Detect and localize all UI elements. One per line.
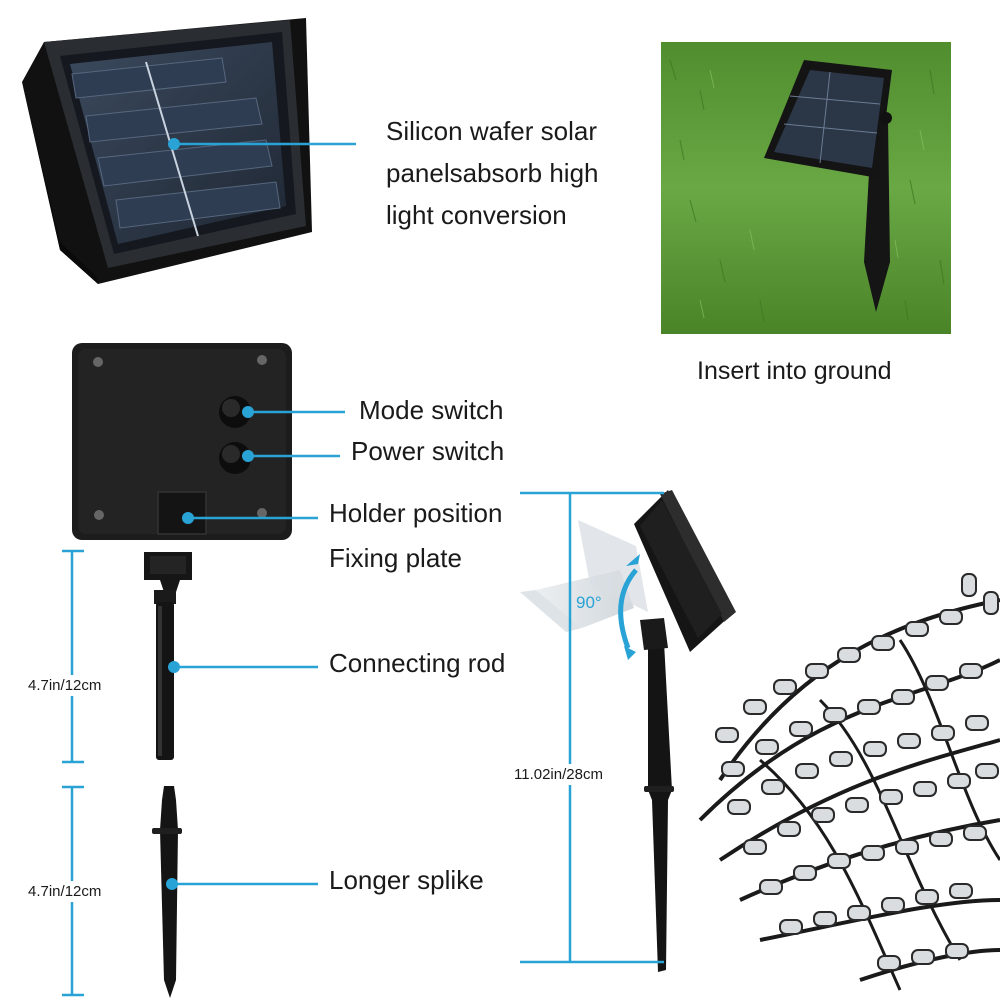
solar-panel-line-2: panelsabsorb high [386, 158, 599, 189]
connecting-rod-label: Connecting rod [329, 648, 506, 678]
solar-panel-image [22, 18, 312, 284]
spike-image [152, 786, 182, 998]
power-switch-knob [219, 442, 251, 474]
solar-panel-description: Silicon wafer solar panelsabsorb high li… [386, 110, 599, 236]
total-height-dimension: 11.02in/28cm [514, 764, 603, 785]
fixing-plate-label: Fixing plate [329, 543, 462, 573]
mode-switch-knob [219, 396, 251, 428]
insert-label: Insert into ground [697, 357, 892, 385]
tilt-angle-label: 90° [576, 593, 602, 612]
tilted-panel-assembly [520, 490, 736, 972]
spike-length-dimension: 4.7in/12cm [28, 881, 102, 902]
led-bulbs [715, 573, 999, 971]
solar-panel-line-1: Silicon wafer solar [386, 116, 597, 146]
connecting-rod-image [144, 552, 192, 760]
callout-lines [166, 138, 356, 890]
mode-switch-label: Mode switch [359, 395, 504, 425]
grass-photo [661, 42, 951, 334]
rod-length-dimension: 4.7in/12cm [28, 675, 102, 696]
solar-panel-line-3: light conversion [386, 200, 567, 231]
longer-spike-label: Longer splike [329, 865, 484, 895]
holder-position-label: Holder position [329, 498, 503, 528]
power-switch-label: Power switch [351, 436, 505, 466]
panel-back-image [72, 343, 292, 540]
